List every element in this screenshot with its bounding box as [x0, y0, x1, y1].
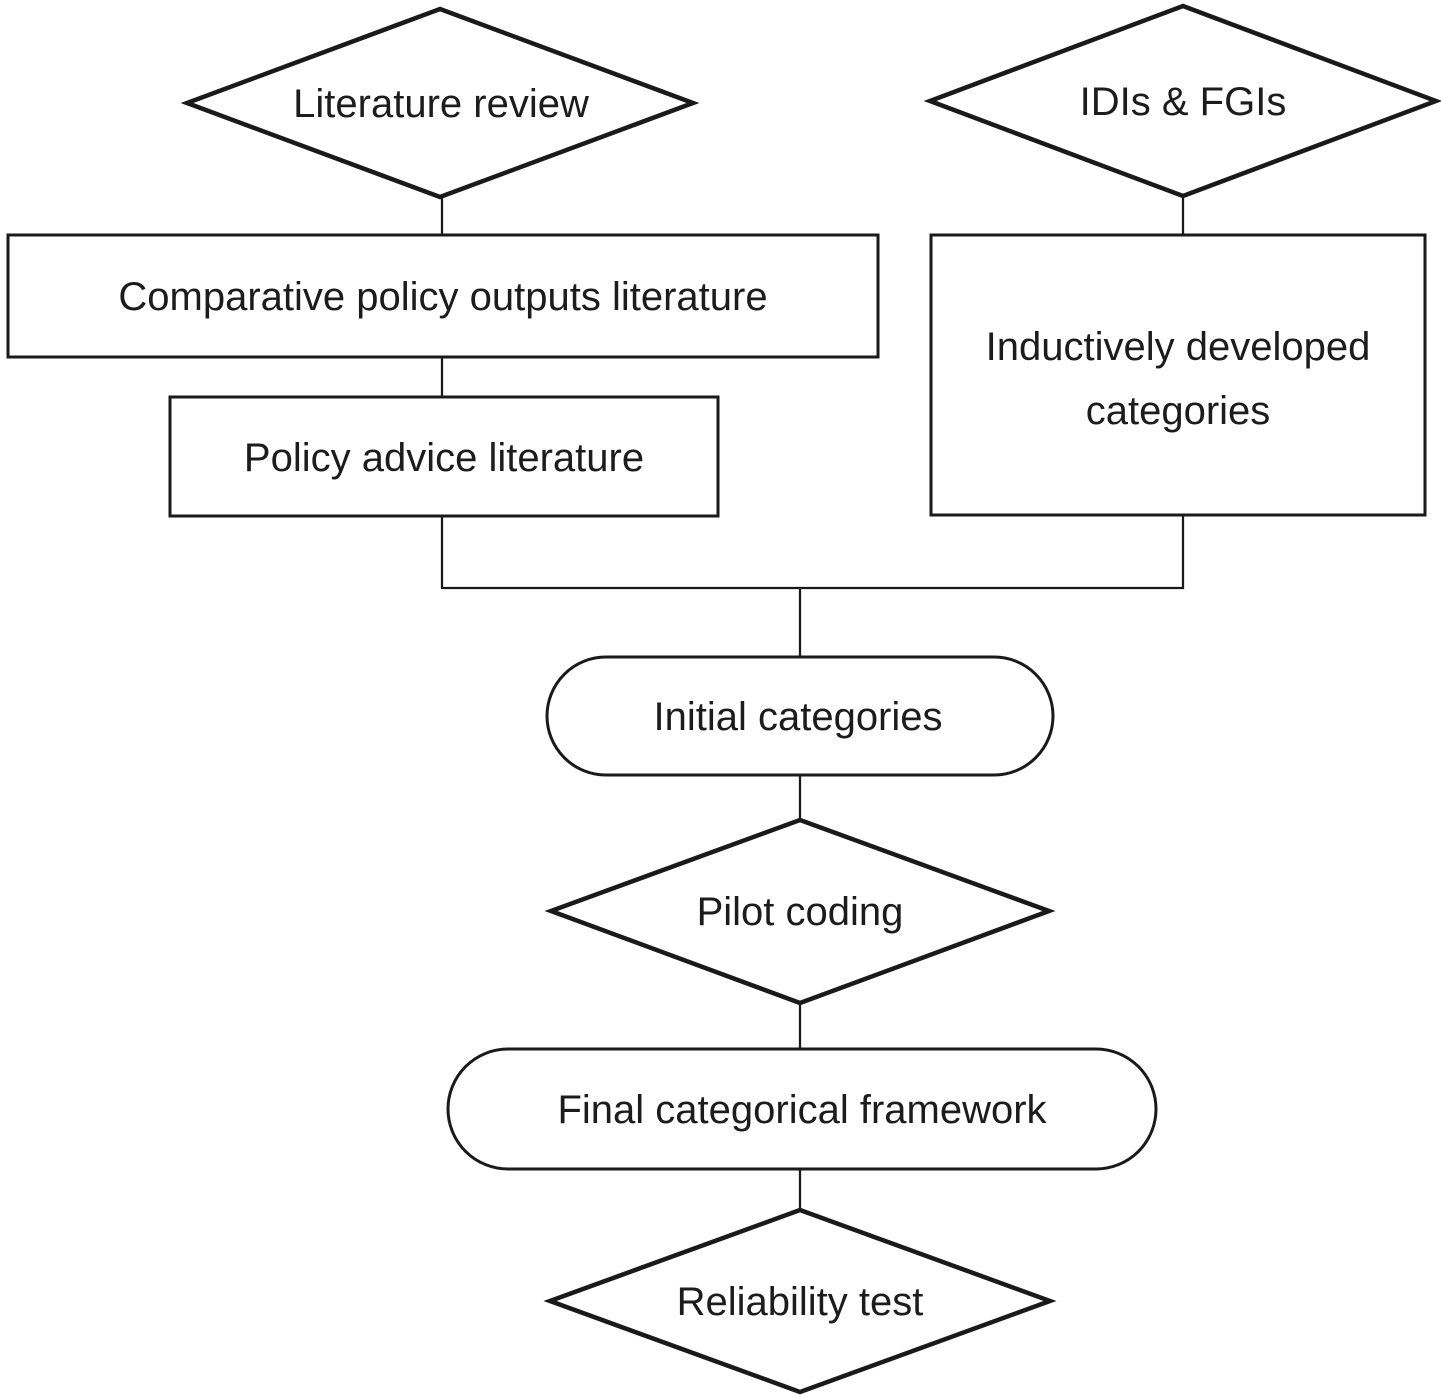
- literature-review-label: Literature review: [293, 82, 589, 126]
- connector-merge-policy-advice-and-inductively-developed: [440, 515, 1185, 590]
- inductively-developed-label-line2: categories: [1086, 389, 1271, 433]
- pilot-coding-diamond: [544, 817, 1056, 1006]
- inductively-developed-label-line1: Inductively developed: [986, 325, 1371, 369]
- node-pilot-coding: Pilot coding: [544, 817, 1056, 1006]
- idis-fgis-diamond: [923, 3, 1441, 199]
- pilot-coding-label: Pilot coding: [697, 890, 904, 934]
- policy-advice-rect: [168, 395, 720, 518]
- reliability-test-label: Reliability test: [677, 1280, 924, 1324]
- node-inductively-developed: Inductively developed categories: [929, 233, 1427, 517]
- inductively-developed-rect: [929, 233, 1427, 517]
- policy-advice-label: Policy advice literature: [244, 436, 644, 480]
- comparative-policy-outputs-rect: [6, 233, 880, 359]
- literature-review-diamond: [180, 6, 700, 200]
- node-idis-fgis: IDIs & FGIs: [923, 3, 1441, 199]
- comparative-policy-outputs-label: Comparative policy outputs literature: [118, 275, 767, 319]
- initial-categories-stadium: [545, 655, 1055, 777]
- node-policy-advice: Policy advice literature: [168, 395, 720, 518]
- reliability-test-diamond: [543, 1207, 1057, 1395]
- node-final-categorical-framework: Final categorical framework: [446, 1047, 1158, 1171]
- node-literature-review: Literature review: [180, 6, 700, 200]
- node-comparative-policy-outputs: Comparative policy outputs literature: [6, 233, 880, 359]
- idis-fgis-label: IDIs & FGIs: [1080, 80, 1287, 124]
- final-categorical-framework-stadium: [446, 1047, 1158, 1171]
- initial-categories-label: Initial categories: [653, 695, 942, 739]
- final-categorical-framework-label: Final categorical framework: [557, 1088, 1047, 1132]
- node-initial-categories: Initial categories: [545, 655, 1055, 777]
- node-reliability-test: Reliability test: [543, 1207, 1057, 1395]
